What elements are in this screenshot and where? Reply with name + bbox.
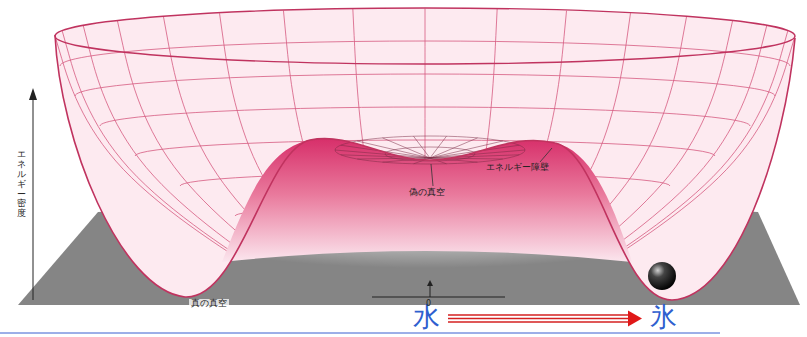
dimple-spoke [430,145,519,158]
dimple-ring [385,147,475,161]
surface-grid [55,8,795,300]
state-ball [648,262,676,290]
axis-label: エネルギー密度 [17,150,26,219]
grid-meridian [55,36,305,300]
state-text: 氷 [650,303,677,330]
arrow-shaft [448,321,628,322]
bowl-rim [55,8,795,64]
origin-label: 0 [426,300,431,309]
potential-profile [55,35,795,300]
transition-arrow [448,311,642,327]
energy-axis [33,92,34,300]
dimple-spoke [341,155,430,158]
axis-arrowhead [29,88,37,100]
base-rule [0,333,720,334]
region-label: エネルギー障壁 [486,163,549,173]
grid-ring [75,74,775,96]
dimple-spoke [430,138,478,158]
dimple-spoke [383,138,431,158]
leader-line [540,148,552,162]
bowl-surface [55,8,796,300]
state-word: 氷 [650,303,677,330]
energy-hump [222,139,632,262]
region-label: 偽の真空 [409,188,445,198]
grid-meridian [425,8,426,300]
region-label: 真の真空 [189,299,229,309]
arrow-shaft [448,314,628,315]
dimple-spoke [414,136,430,158]
grid-ring [60,41,790,66]
arrow-shaft [448,318,628,319]
origin-arrowhead [427,280,433,286]
grid-ring [135,140,715,156]
leader-line [431,164,433,186]
field-axis [372,296,505,297]
grid-ring [100,107,750,126]
dimple-spoke [430,155,519,158]
arrow-head [628,311,642,327]
